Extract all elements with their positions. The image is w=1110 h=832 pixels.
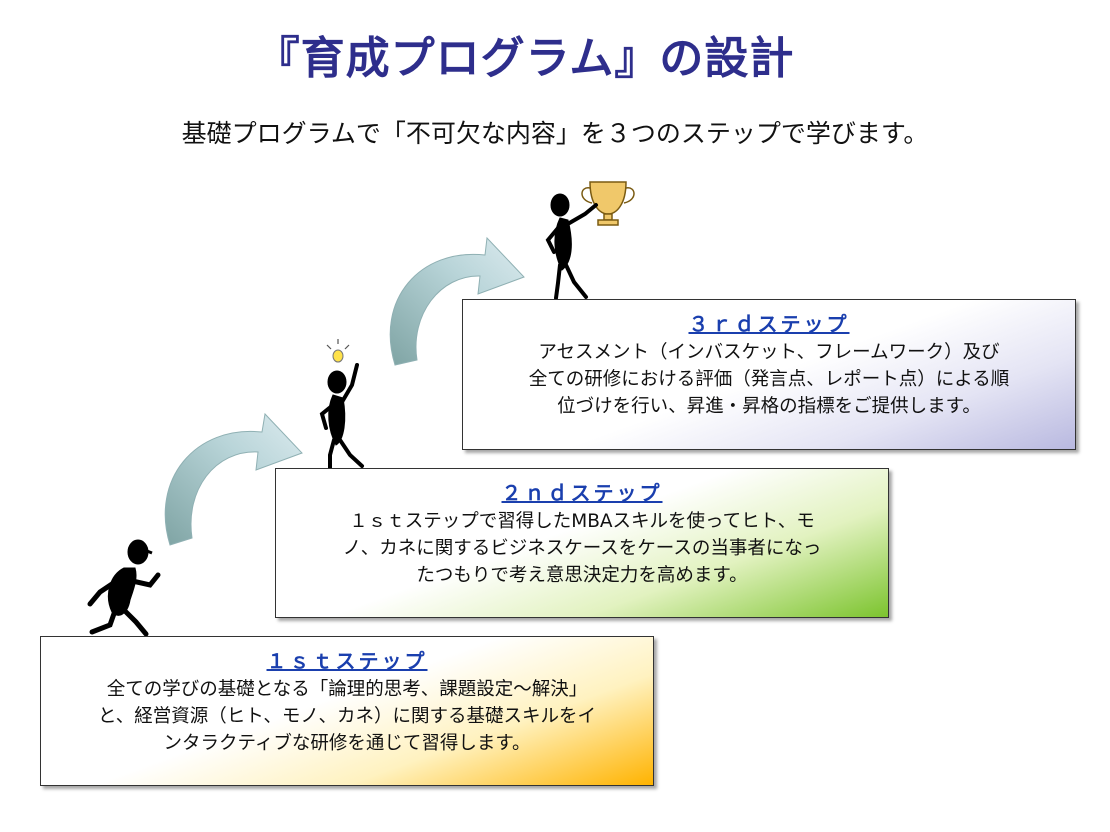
- running-figure-icon: [87, 539, 161, 637]
- step-2-line: たつもりで考え意思決定力を高めます。: [416, 565, 748, 586]
- step-2-line: １ｓｔステップで習得したMBAスキルを使ってヒト、モ: [349, 511, 815, 532]
- step-2-box: ２ｎｄステップ １ｓｔステップで習得したMBAスキルを使ってヒト、モ ノ、カネに…: [275, 468, 889, 618]
- step-2-heading: ２ｎｄステップ: [501, 481, 663, 505]
- step-2-description: １ｓｔステップで習得したMBAスキルを使ってヒト、モ ノ、カネに関するビジネスケ…: [290, 508, 874, 589]
- curved-arrow-icon: [389, 236, 525, 366]
- step-3-heading: ３ｒｄステップ: [688, 312, 850, 336]
- step-1-line: と、経営資源（ヒト、モノ、カネ）に関する基礎スキルをイ: [97, 706, 597, 727]
- step-3-line: アセスメント（インバスケット、フレームワーク）及び: [538, 342, 1000, 363]
- lightbulb-figure-icon: [319, 339, 364, 472]
- curved-arrow-icon: [164, 412, 303, 546]
- step-2-line: ノ、カネに関するビジネスケースをケースの当事者になっ: [342, 538, 822, 559]
- step-1-heading: １ｓｔステップ: [266, 649, 428, 673]
- page-subtitle: 基礎プログラムで「不可欠な内容」を３つのステップで学びます。: [181, 119, 929, 148]
- step-3-line: 位づけを行い、昇進・昇格の指標をご提供します。: [557, 396, 981, 417]
- page-title: 『育成プログラム』の設計: [255, 33, 795, 84]
- step-1-description: 全ての学びの基礎となる「論理的思考、課題設定～解決」 と、経営資源（ヒト、モノ、…: [55, 676, 639, 757]
- step-1-line: 全ての学びの基礎となる「論理的思考、課題設定～解決」: [106, 679, 588, 700]
- step-1-line: ンタラクティブな研修を通じて習得します。: [163, 733, 531, 754]
- trophy-figure-icon: [545, 181, 635, 300]
- step-1-box: １ｓｔステップ 全ての学びの基礎となる「論理的思考、課題設定～解決」 と、経営資…: [40, 636, 654, 786]
- step-3-description: アセスメント（インバスケット、フレームワーク）及び 全ての研修における評価（発言…: [477, 339, 1061, 420]
- step-3-box: ３ｒｄステップ アセスメント（インバスケット、フレームワーク）及び 全ての研修に…: [462, 299, 1076, 450]
- step-3-line: 全ての研修における評価（発言点、レポート点）による順: [528, 369, 1010, 390]
